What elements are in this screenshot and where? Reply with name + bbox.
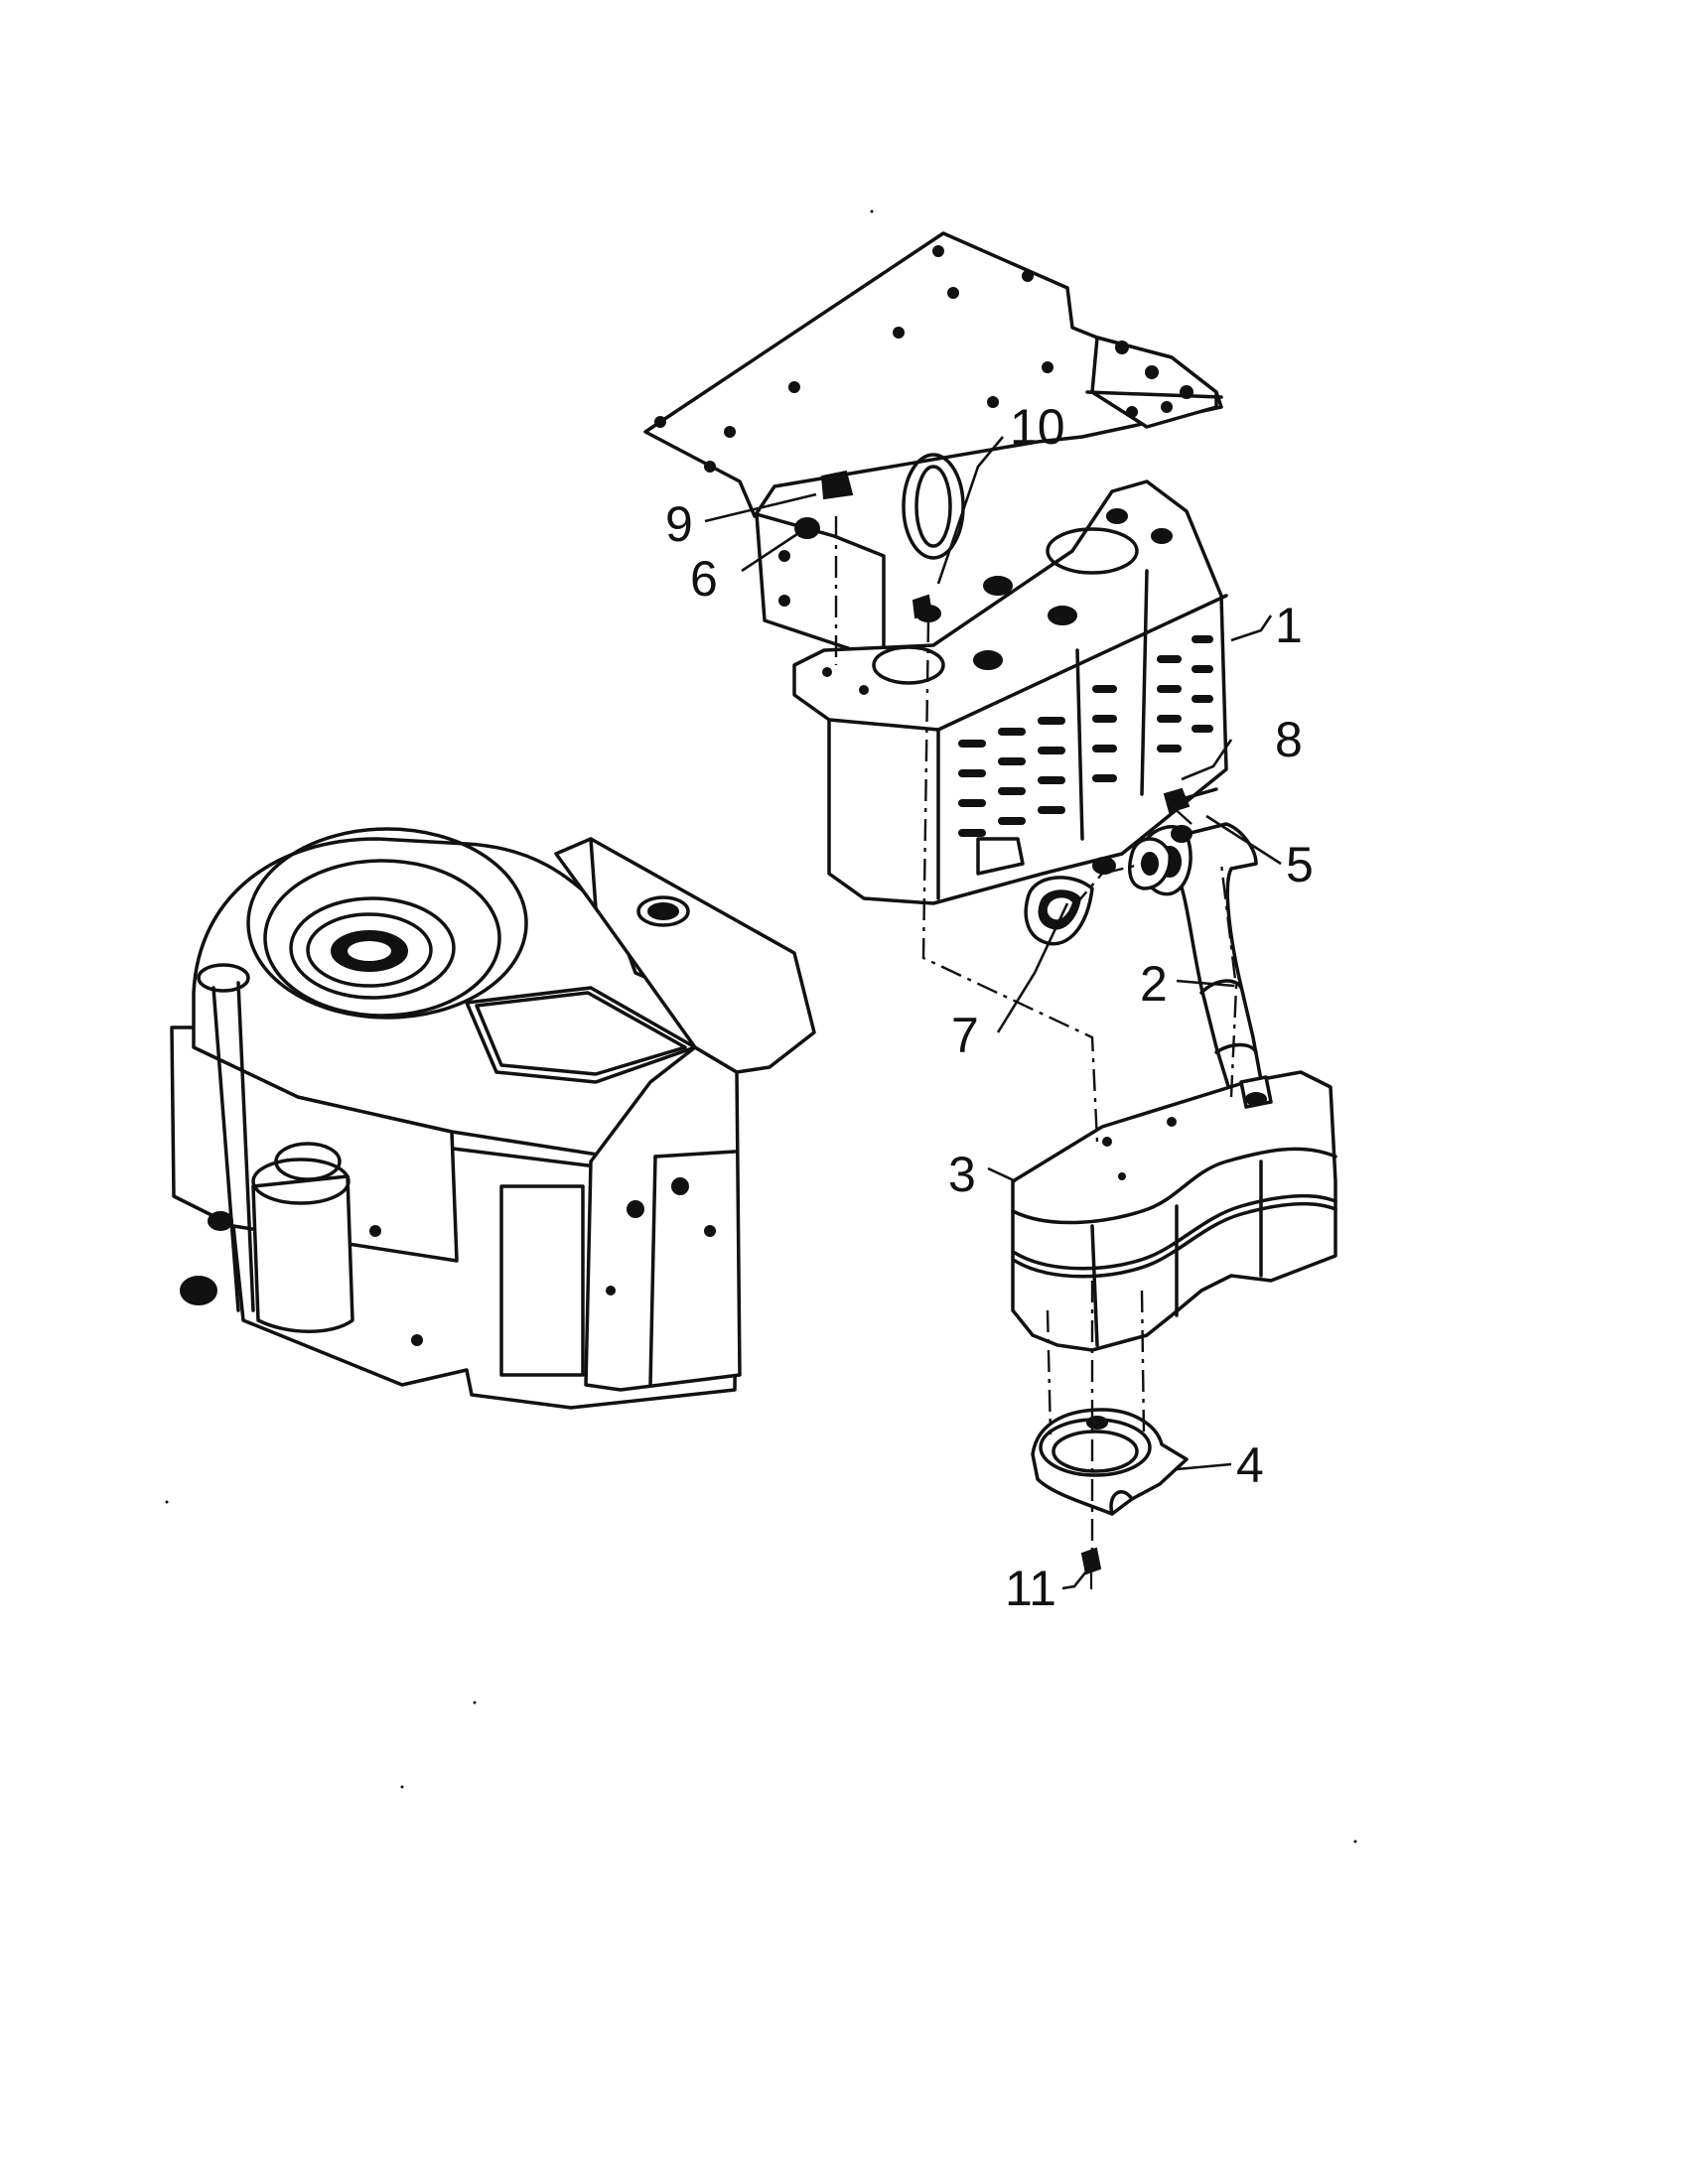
callout-6: 6: [690, 551, 718, 607]
callout-9: 9: [665, 496, 693, 552]
callout-leaders: [704, 436, 1282, 1590]
gasket: [1024, 876, 1094, 946]
callout-3: 3: [948, 1147, 976, 1202]
callout-labels: 1 2 3 4 5 6 7 8 9 10 11: [665, 399, 1314, 1616]
mounting-bracket: [643, 231, 1223, 662]
callout-4: 4: [1236, 1437, 1264, 1493]
muffler: [1011, 1070, 1337, 1352]
callout-1: 1: [1275, 598, 1303, 653]
callout-8: 8: [1275, 712, 1303, 767]
heat-shield-louvers: [958, 635, 1213, 837]
assembly-centerlines: [834, 516, 1238, 1554]
callout-10: 10: [1010, 399, 1065, 455]
callout-7: 7: [951, 1008, 979, 1063]
callout-5: 5: [1286, 837, 1314, 892]
scan-specks: [165, 209, 1357, 1843]
deflector: [1031, 1408, 1189, 1516]
callout-11: 11: [1005, 1561, 1056, 1616]
fasteners: [794, 470, 1218, 1590]
heat-shield: [792, 479, 1228, 905]
callout-2: 2: [1140, 956, 1168, 1012]
engine: [170, 827, 816, 1410]
